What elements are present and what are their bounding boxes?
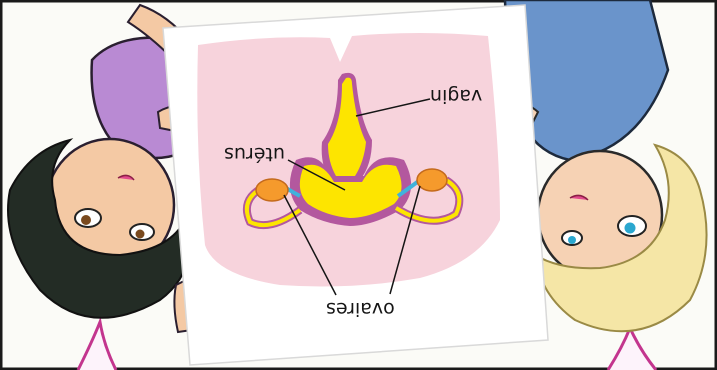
vagina-label: vagin (430, 85, 482, 107)
speech-bubble-right (608, 328, 656, 370)
ovary-right (417, 169, 447, 191)
ovaries-label: ovaires (326, 298, 395, 320)
uterus-label: utérus (224, 143, 285, 165)
ovary-left (256, 179, 288, 201)
speech-bubble-left (78, 322, 116, 370)
